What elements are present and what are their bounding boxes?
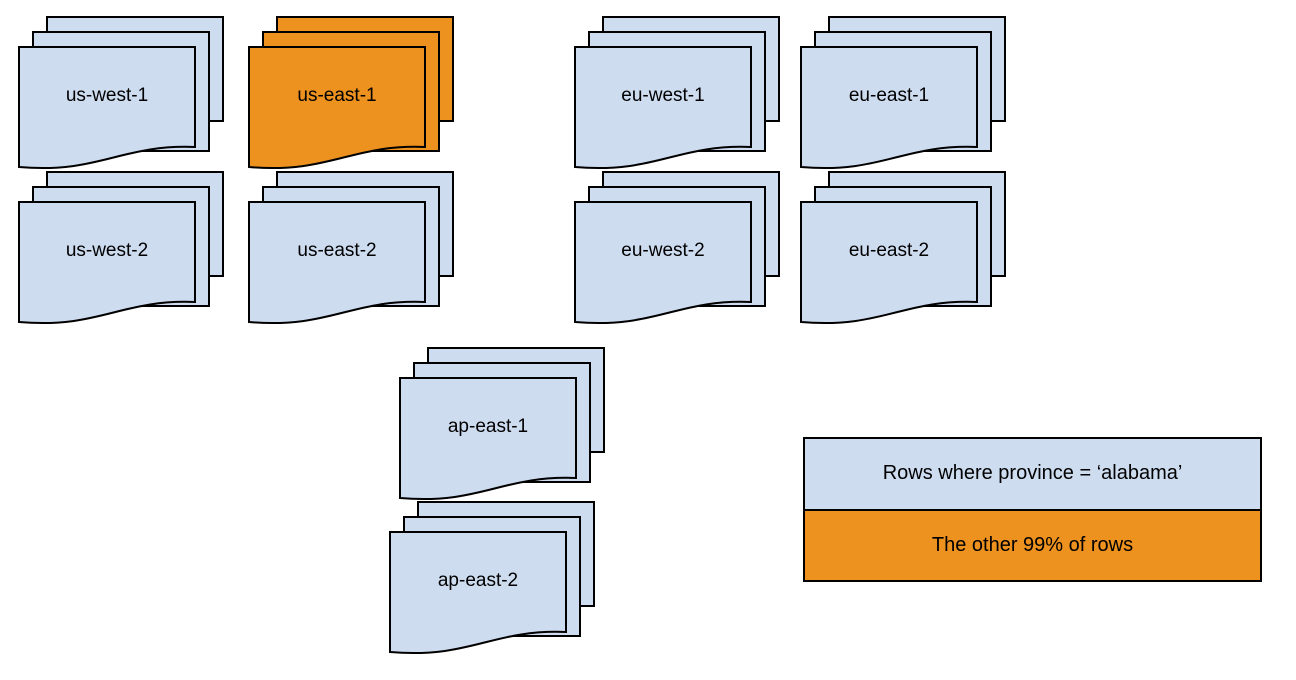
stack-layer-front xyxy=(399,377,577,500)
region-stack-us-east-1[interactable] xyxy=(248,16,454,169)
stack-layer-front xyxy=(248,46,426,169)
stack-layer-front xyxy=(800,201,978,324)
stack-layer-front xyxy=(574,201,752,324)
legend: Rows where province = ‘alabama’ The othe… xyxy=(803,437,1262,582)
region-stack-eu-east-2[interactable] xyxy=(800,171,1006,324)
region-stack-us-west-2[interactable] xyxy=(18,171,224,324)
stack-layer-front xyxy=(389,531,567,654)
region-stack-ap-east-2[interactable] xyxy=(389,501,595,654)
legend-label-alabama: Rows where province = ‘alabama’ xyxy=(882,462,1183,485)
stack-layer-front xyxy=(18,46,196,169)
legend-row-other: The other 99% of rows xyxy=(805,510,1260,580)
region-stack-eu-west-1[interactable] xyxy=(574,16,780,169)
legend-row-alabama: Rows where province = ‘alabama’ xyxy=(805,439,1260,511)
region-stack-eu-east-1[interactable] xyxy=(800,16,1006,169)
region-stack-ap-east-1[interactable] xyxy=(399,347,605,500)
stack-layer-front xyxy=(18,201,196,324)
legend-label-other: The other 99% of rows xyxy=(931,533,1134,556)
region-stack-us-east-2[interactable] xyxy=(248,171,454,324)
region-stack-eu-west-2[interactable] xyxy=(574,171,780,324)
region-stack-us-west-1[interactable] xyxy=(18,16,224,169)
stack-layer-front xyxy=(800,46,978,169)
stack-layer-front xyxy=(248,201,426,324)
stack-layer-front xyxy=(574,46,752,169)
